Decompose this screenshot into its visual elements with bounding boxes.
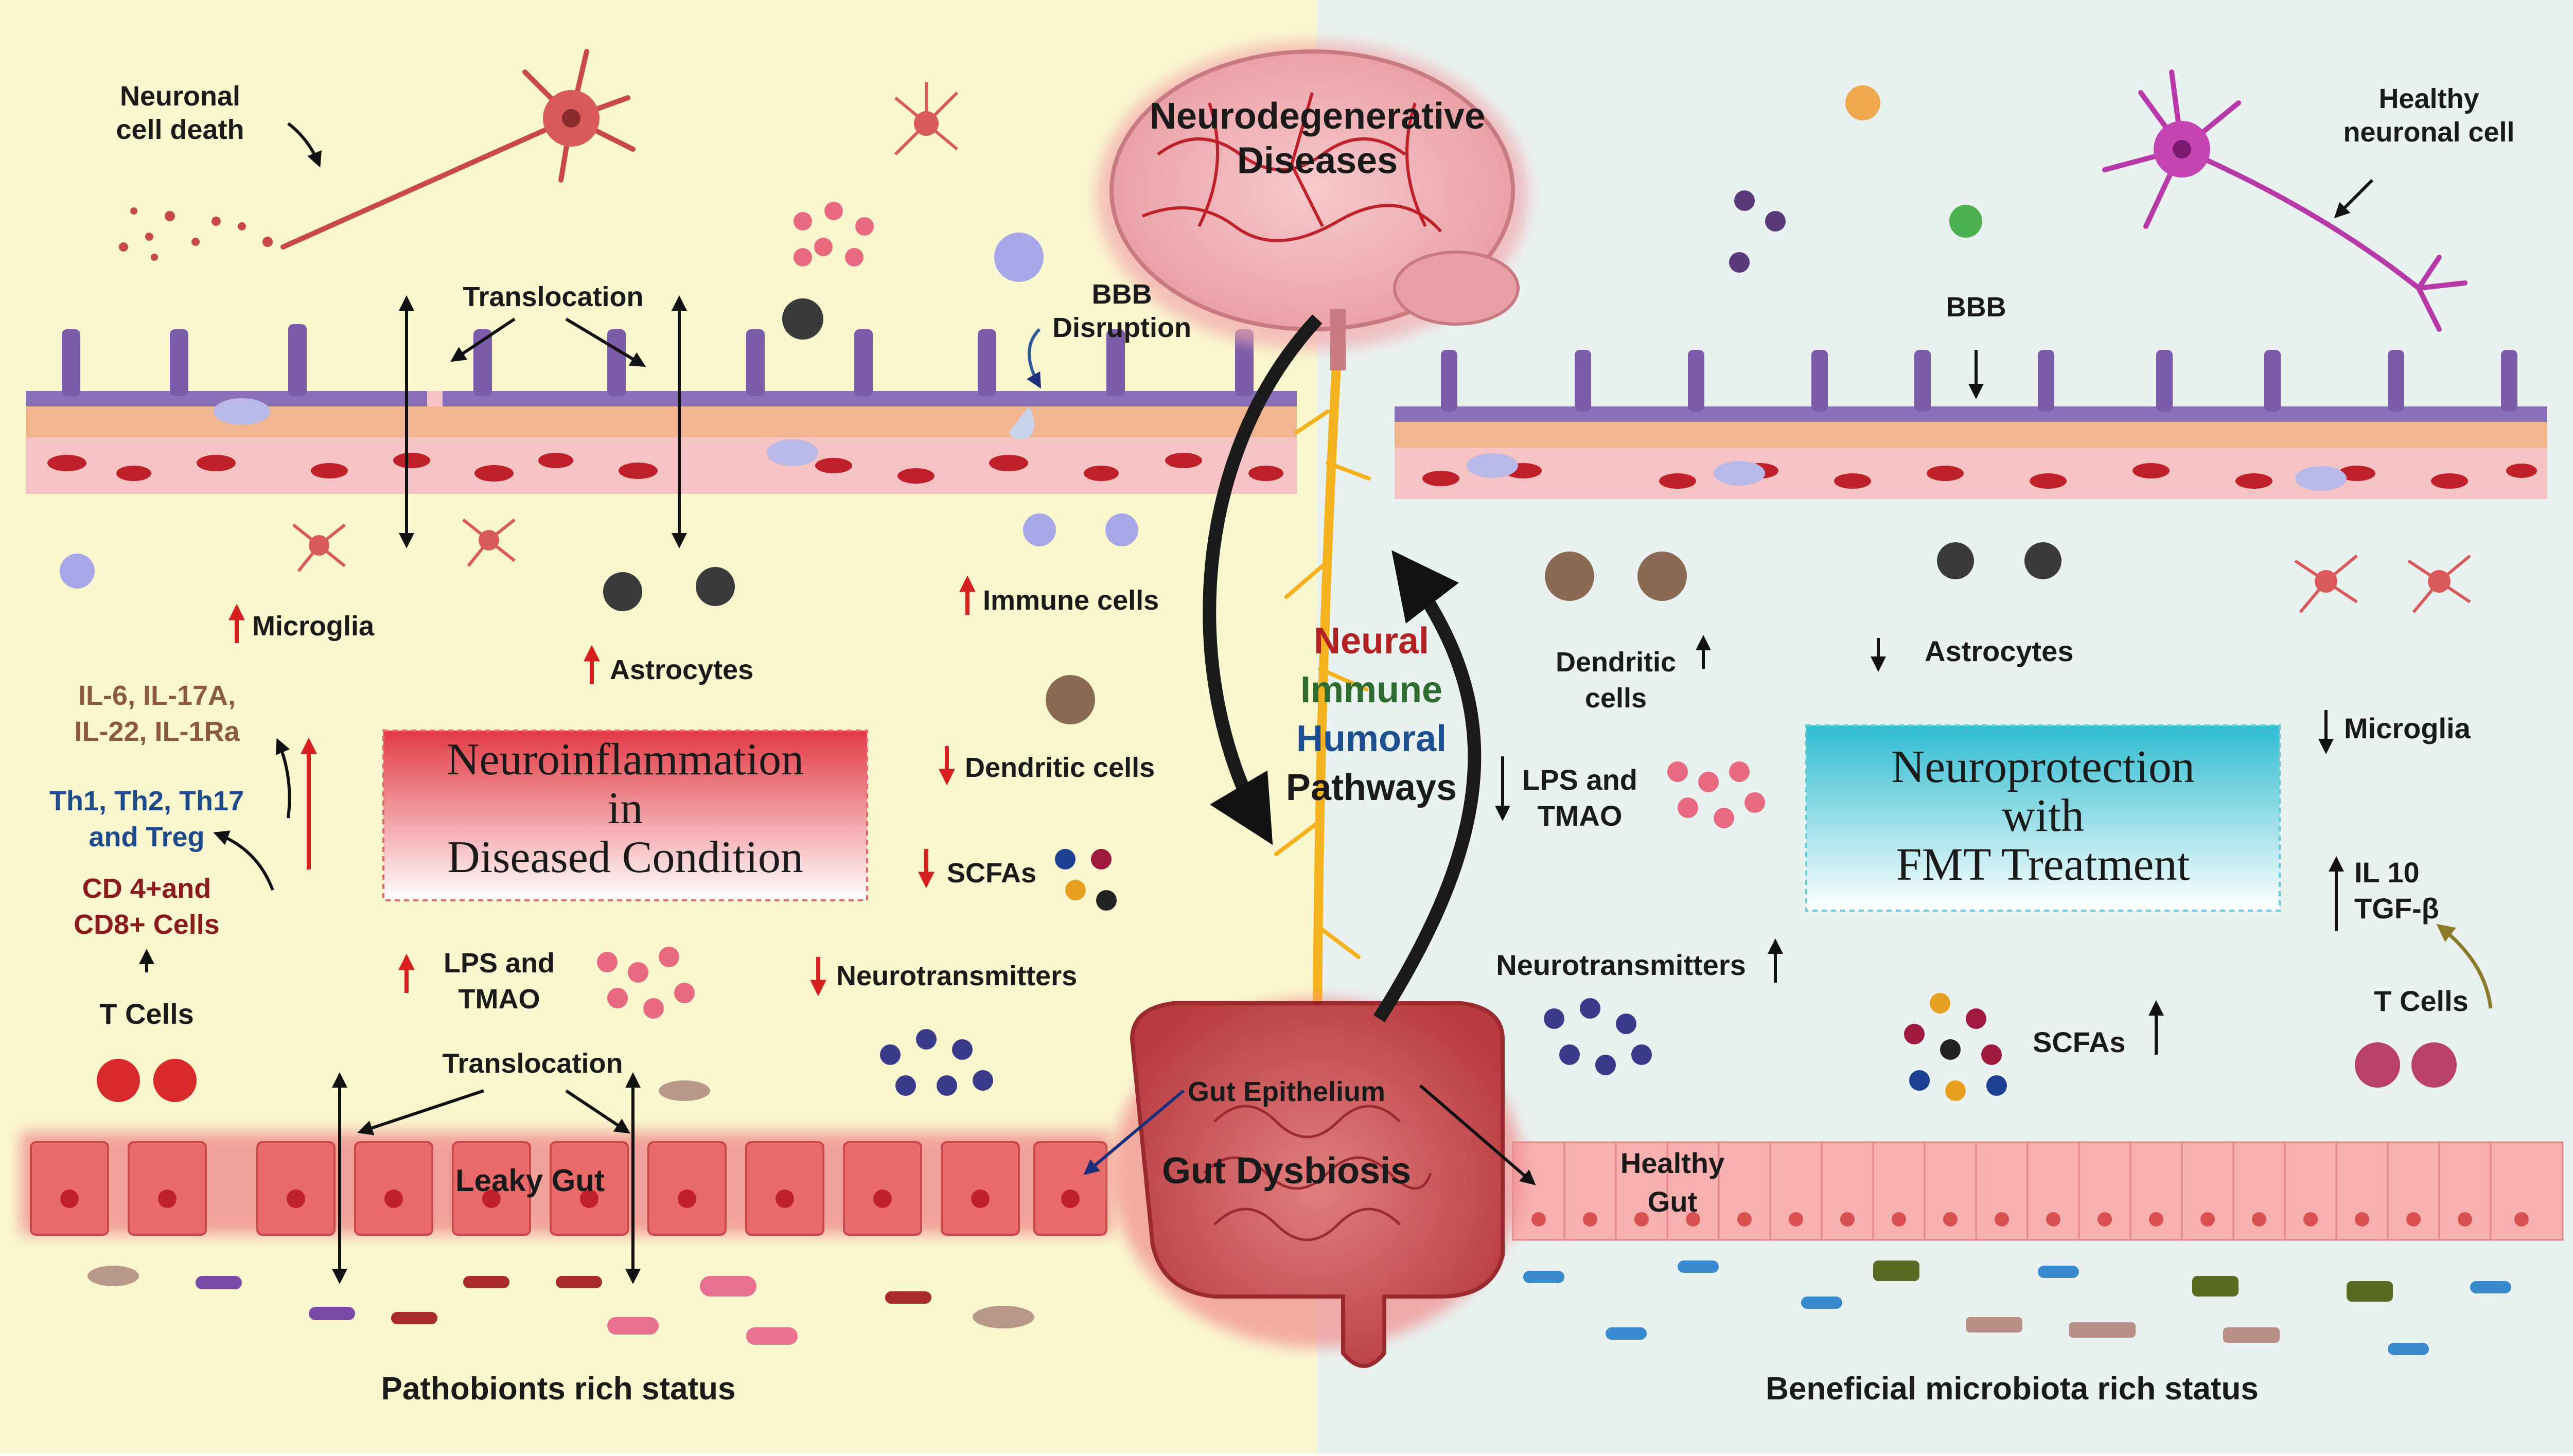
t-cell-icons xyxy=(97,1042,2457,1102)
beneficial-bacteria xyxy=(1523,1260,2511,1355)
immune-cells-label: Immune cells xyxy=(983,585,1159,616)
astrocytes-right-label: Astrocytes xyxy=(1925,635,2073,667)
healthy-neuron-icon xyxy=(2102,69,2468,332)
gut-epithelium-label: Gut Epithelium xyxy=(1188,1076,1385,1107)
neurotransmitter-particles xyxy=(880,190,1786,1096)
pathobionts-status-label: Pathobionts rich status xyxy=(381,1371,736,1407)
brain-to-gut-arrow xyxy=(1203,314,1323,845)
neuroinflammation-box xyxy=(382,730,868,901)
astrocyte-icon xyxy=(603,298,2061,611)
scfas-left-label: SCFAs xyxy=(947,858,1036,889)
neurotransmitters-left-label: Neurotransmitters xyxy=(836,961,1077,991)
translocation-top-label: Translocation xyxy=(463,281,643,312)
dendritic-cell-icon xyxy=(1046,552,1687,724)
microglia-right-label: Microglia xyxy=(2344,712,2471,744)
neuroprotection-box xyxy=(1805,724,2281,912)
t-cells-right-label: T Cells xyxy=(2374,985,2469,1017)
immune-cell-icon xyxy=(60,233,1138,589)
lps-particles xyxy=(597,202,1765,1019)
beneficial-status-label: Beneficial microbiota rich status xyxy=(1766,1371,2259,1407)
translocation-bottom-label: Translocation xyxy=(442,1048,623,1079)
leaky-gut-label: Leaky Gut xyxy=(455,1163,605,1198)
cytokines-label: IL-6, IL-17A,IL-22, IL-1Ra xyxy=(74,680,240,747)
bbb-label: BBB xyxy=(1946,292,2006,323)
brain-icon xyxy=(1096,41,1528,370)
epithelium-pointer-arrow xyxy=(1083,1089,1185,1175)
microglia-icon xyxy=(292,82,2471,613)
bbb-right-endothelium xyxy=(1395,350,2547,499)
scfa-particles xyxy=(1055,849,2007,1101)
leaky-gut-epithelium xyxy=(21,1132,1112,1236)
activated-astrocyte-color-icons xyxy=(1845,85,1982,238)
dendritic-cells-left-label: Dendritic cells xyxy=(965,752,1155,783)
astrocytes-left-label: Astrocytes xyxy=(610,654,753,685)
t-cells-left-label: T Cells xyxy=(99,998,194,1030)
scfas-right-label: SCFAs xyxy=(2033,1026,2126,1058)
neurotransmitters-right-label: Neurotransmitters xyxy=(1496,949,1746,981)
microglia-left-label: Microglia xyxy=(252,611,375,642)
healthy-gut-epithelium xyxy=(1512,1141,2564,1241)
bbb-left-endothelium xyxy=(26,324,1297,494)
gut-dysbiosis-label: Gut Dysbiosis xyxy=(1162,1150,1411,1192)
pathobiont-bacteria xyxy=(87,1080,1034,1345)
dying-neuron-icon xyxy=(119,49,636,261)
gut-to-brain-arrow xyxy=(1373,550,1482,1022)
